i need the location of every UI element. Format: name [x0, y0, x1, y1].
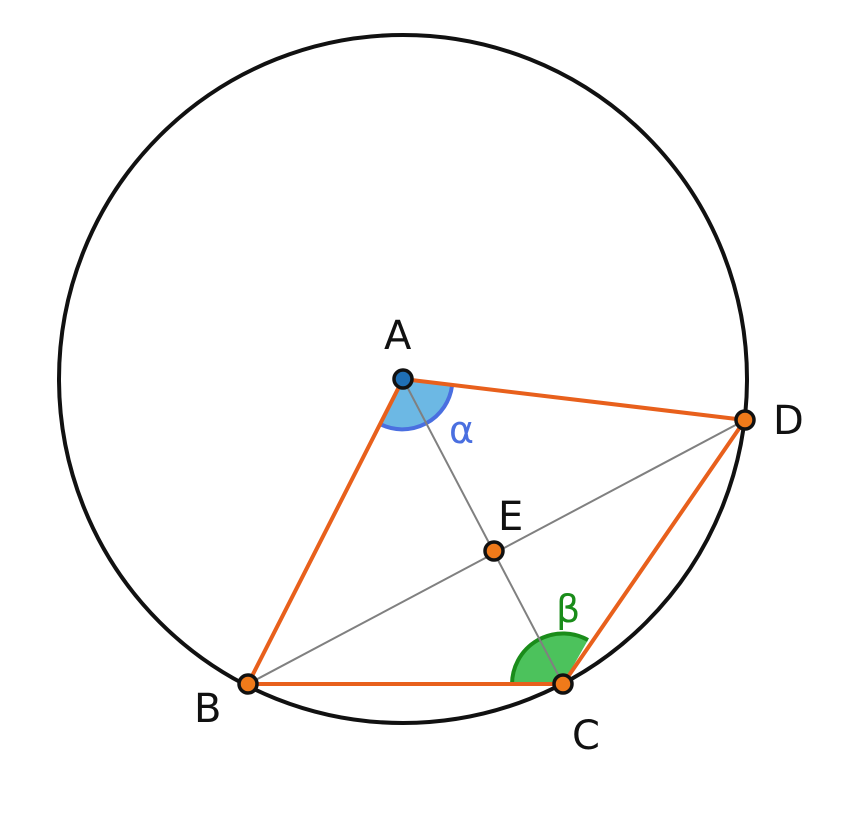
- quadrilateral-abcd: [246, 377, 747, 686]
- label-a: A: [384, 313, 412, 359]
- point-c: [552, 673, 574, 695]
- label-c: C: [572, 713, 600, 759]
- label-d: D: [773, 398, 804, 444]
- point-a: [392, 368, 414, 390]
- label-beta: β: [556, 587, 580, 631]
- point-b: [237, 673, 259, 695]
- label-b: B: [194, 686, 221, 732]
- point-d: [734, 409, 756, 431]
- angle-beta-arc: [510, 631, 589, 685]
- circle: [57, 33, 749, 725]
- point-e: [483, 540, 505, 562]
- diagonal-ac: [402, 378, 564, 685]
- label-alpha: α: [449, 408, 474, 452]
- label-e: E: [498, 494, 523, 540]
